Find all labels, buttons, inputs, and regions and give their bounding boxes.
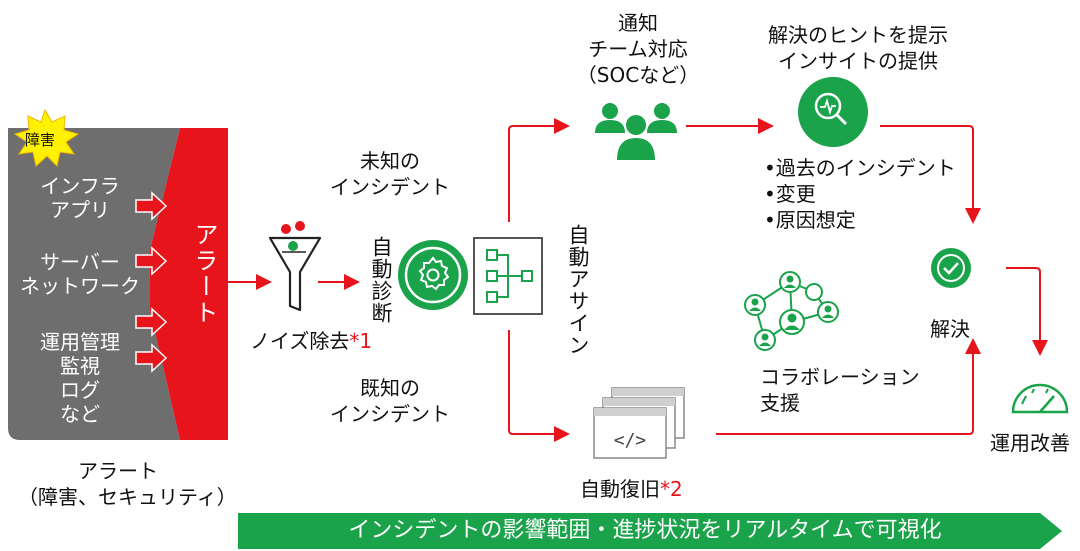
auto-assign-label: 自動アサイン: [566, 224, 590, 356]
hint-insight-label: 解決のヒントを提示 インサイトの提供: [758, 22, 958, 74]
source-ops-management: 運用管理: [40, 330, 120, 354]
unknown-incident-label: 未知の インシデント: [330, 148, 450, 200]
auto-recovery-note: *2: [660, 477, 683, 501]
bottom-banner: [238, 513, 1062, 549]
source-group-ops: 運用管理 監視 ログ など: [20, 330, 140, 426]
branch-up-arrow: [508, 118, 570, 222]
collaboration-line1: コラボレーション: [760, 365, 920, 389]
svg-text:</>: </>: [614, 430, 647, 451]
source-server: サーバー: [40, 250, 120, 274]
source-network: ネットワーク: [20, 274, 140, 298]
insight-line: インサイトの提供: [778, 49, 938, 73]
hint-line: 解決のヒントを提示: [768, 23, 948, 47]
bullet-root-cause: •原因想定: [764, 208, 856, 232]
source-infra: インフラ: [40, 174, 120, 198]
auto-diagnosis-gear-icon: [398, 240, 468, 310]
resolve-to-improvement-arrow: [1006, 267, 1048, 356]
bullet-past-incidents: •過去のインシデント: [764, 156, 956, 180]
collaboration-label: コラボレーション 支援: [760, 364, 920, 416]
known-incident-label: 既知の インシデント: [330, 375, 450, 427]
unknown-incident-line2: インシデント: [330, 175, 450, 199]
alert-vertical-label: アラート: [190, 222, 218, 326]
soc-line: （SOCなど）: [576, 63, 700, 87]
insight-to-resolve-arrow: [880, 125, 981, 224]
insight-magnifier-icon: [798, 77, 868, 147]
incident-badge-label: 障害: [25, 131, 56, 149]
alert-caption: アラート （障害、セキュリティ）: [18, 458, 237, 510]
notify-team-label: 通知 チーム対応 （SOCなど）: [558, 10, 718, 88]
team-icon: [595, 103, 677, 160]
ops-improvement-label: 運用改善: [990, 431, 1070, 455]
alert-caption-line2: （障害、セキュリティ）: [18, 485, 237, 509]
source-monitoring: 監視: [60, 354, 100, 378]
recovery-to-resolve-arrow: [716, 338, 981, 435]
source-app: アプリ: [50, 198, 110, 222]
alert-shape: [150, 128, 228, 440]
source-group-infra-app: インフラ アプリ: [20, 174, 140, 222]
auto-recovery-text: 自動復旧: [580, 477, 660, 501]
gauge-icon: [1011, 383, 1069, 414]
funnel-icon: [268, 221, 322, 312]
alert-caption-line1: アラート: [78, 459, 158, 483]
source-etc: など: [60, 402, 100, 426]
noise-removal-note: *1: [349, 329, 373, 353]
unknown-incident-line1: 未知の: [360, 149, 420, 173]
auto-diagnosis-label: 自動診断: [369, 236, 393, 324]
auto-recovery-label: 自動復旧*2: [580, 476, 683, 502]
bullet-changes: •変更: [764, 182, 816, 206]
resolve-label: 解決: [930, 317, 970, 341]
resolve-check-icon: [931, 248, 971, 288]
known-incident-line2: インシデント: [330, 402, 450, 426]
known-incident-line1: 既知の: [360, 376, 420, 400]
workflow-icon: [473, 237, 543, 315]
incident-starburst-icon: [13, 108, 80, 168]
auto-recovery-code-icon: </>: [593, 387, 685, 459]
banner-text: インシデントの影響範囲・進捗状況をリアルタイムで可視化: [348, 518, 942, 543]
source-group-server-network: サーバー ネットワーク: [20, 250, 140, 298]
branch-down-arrow: [508, 330, 570, 442]
source-log: ログ: [60, 378, 100, 402]
source-arrows: [135, 191, 168, 373]
collaboration-network-icon: [744, 271, 839, 351]
notify-line: 通知: [618, 11, 658, 35]
hint-bullet-list: •過去のインシデント •変更 •原因想定: [764, 155, 956, 233]
noise-removal-text: ノイズ除去: [250, 329, 350, 353]
noise-removal-label: ノイズ除去*1: [250, 328, 372, 354]
team-response-line: チーム対応: [588, 37, 688, 61]
collaboration-line2: 支援: [760, 391, 800, 415]
